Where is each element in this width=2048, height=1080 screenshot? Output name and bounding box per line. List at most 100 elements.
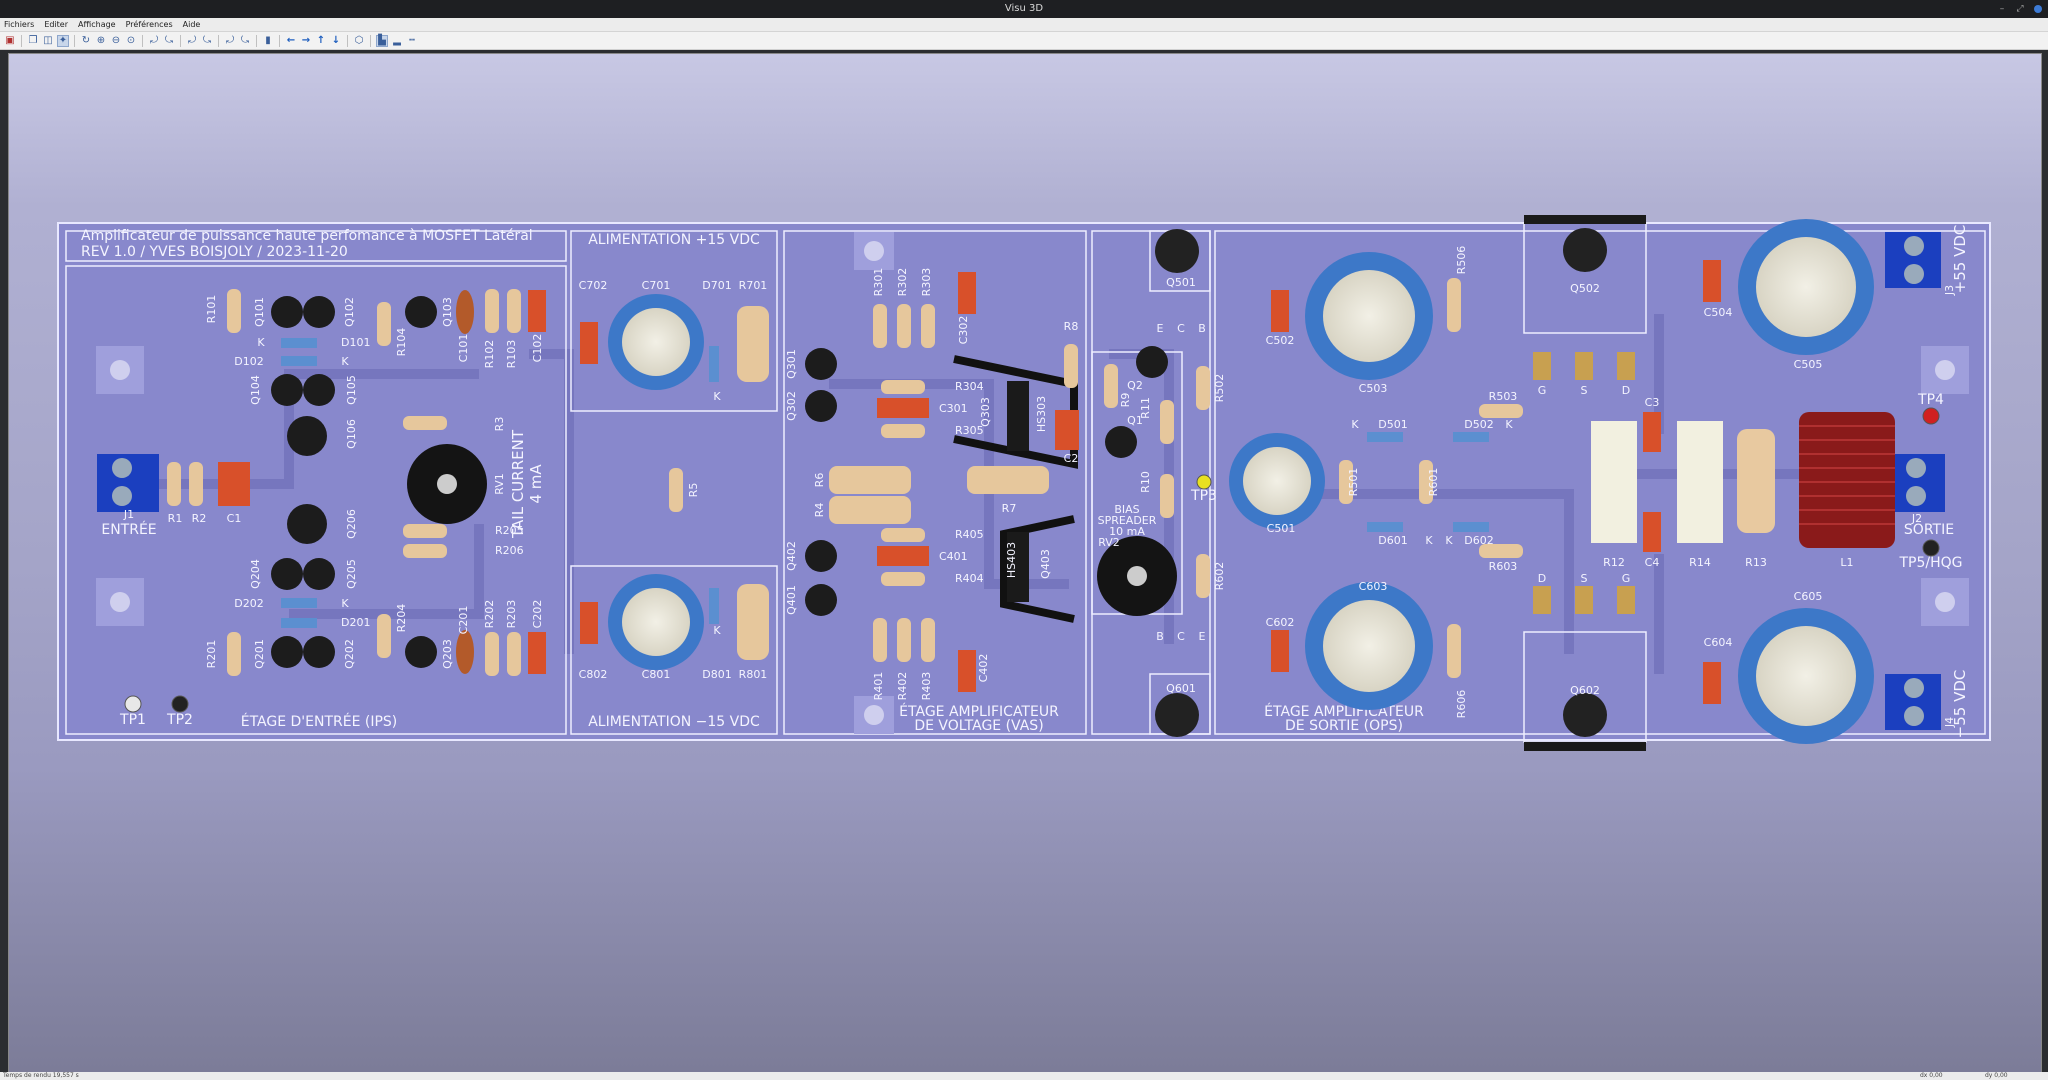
raytrace-icon[interactable]: ◫ bbox=[43, 35, 53, 46]
ref-l1: L1 bbox=[1840, 556, 1853, 569]
view-front-icon[interactable]: ▂ bbox=[393, 35, 401, 46]
ref-r603: R603 bbox=[1489, 560, 1518, 573]
minimize-icon[interactable]: – bbox=[1999, 4, 2005, 14]
menu-preferences[interactable]: Préférences bbox=[125, 20, 173, 29]
ref-r601: R601 bbox=[1427, 468, 1440, 497]
zoom-in-icon[interactable]: ⊕ bbox=[96, 35, 106, 46]
ref-q101: Q101 bbox=[253, 297, 266, 327]
ref-k5: K bbox=[713, 624, 721, 637]
ref-c505: C505 bbox=[1794, 358, 1823, 371]
ref-r201: R201 bbox=[205, 640, 218, 669]
close-icon[interactable] bbox=[2034, 5, 2042, 13]
testpoint-tp4 bbox=[1922, 407, 1940, 425]
reload-icon[interactable]: ↻ bbox=[81, 35, 91, 46]
terminal-j1 bbox=[97, 454, 159, 512]
ref-q401: Q401 bbox=[785, 585, 798, 615]
rotate-z-ccw-icon[interactable]: ⤿ bbox=[240, 35, 250, 46]
ref-d2: D bbox=[1538, 572, 1546, 585]
perspective-icon[interactable]: ⬡ bbox=[354, 35, 364, 46]
capacitor-c505 bbox=[1738, 219, 1874, 355]
ref-r104: R104 bbox=[395, 328, 408, 357]
ref-r205: R205 bbox=[495, 524, 524, 537]
ref-r8: R8 bbox=[1064, 320, 1079, 333]
label-bias-2: SPREADER bbox=[1098, 514, 1157, 527]
label-entree: ENTRÉE bbox=[101, 521, 156, 538]
ref-q204: Q204 bbox=[249, 559, 262, 589]
copy-icon[interactable]: ❐ bbox=[28, 35, 38, 46]
ref-c3: C3 bbox=[1645, 396, 1660, 409]
ref-r3: R3 bbox=[493, 417, 506, 432]
ref-s2: S bbox=[1581, 572, 1588, 585]
rotate-x-cw-icon[interactable]: ⤾ bbox=[149, 35, 159, 46]
render-icon[interactable]: ✦ bbox=[57, 34, 69, 47]
silkscreen-frames bbox=[65, 222, 1986, 743]
toolbar-separator bbox=[347, 34, 348, 47]
capacitor-c501 bbox=[1229, 433, 1325, 529]
rotate-x-ccw-icon[interactable]: ⤿ bbox=[164, 35, 174, 46]
move-left-icon[interactable]: ← bbox=[286, 35, 296, 46]
toolbar-separator bbox=[218, 34, 219, 47]
tp3-label: TP3 bbox=[1190, 488, 1217, 504]
zoom-out-icon[interactable]: ⊖ bbox=[111, 35, 121, 46]
transistor-q403 bbox=[1007, 532, 1029, 602]
inductor-windings bbox=[1799, 425, 1895, 525]
ref-r801: R801 bbox=[739, 668, 768, 681]
heatsink-q602 bbox=[1524, 742, 1646, 751]
ref-d501: D501 bbox=[1378, 418, 1407, 431]
ref-c101: C101 bbox=[457, 334, 470, 363]
ref-c4: C4 bbox=[1645, 556, 1660, 569]
ref-r7: R7 bbox=[1002, 502, 1017, 515]
ref-d201: D201 bbox=[341, 616, 370, 629]
label-sortie: SORTIE bbox=[1904, 522, 1954, 538]
ref-r402: R402 bbox=[896, 672, 909, 701]
move-up-icon[interactable]: ↑ bbox=[316, 35, 326, 46]
ref-r404: R404 bbox=[955, 572, 984, 585]
menu-editer[interactable]: Editer bbox=[44, 20, 69, 29]
3d-viewport[interactable]: Amplificateur de puissance haute perfoma… bbox=[8, 53, 2042, 1073]
export-image-icon[interactable]: ▣ bbox=[5, 35, 15, 46]
ref-d1: D bbox=[1622, 384, 1630, 397]
rotate-y-ccw-icon[interactable]: ⤿ bbox=[202, 35, 212, 46]
ref-r11: R11 bbox=[1139, 397, 1152, 419]
view-top-icon[interactable]: ▙ bbox=[376, 34, 388, 47]
capacitor-c605 bbox=[1738, 608, 1874, 744]
ref-q501: Q501 bbox=[1166, 276, 1196, 289]
move-down-icon[interactable]: ↓ bbox=[331, 35, 341, 46]
toolbar-separator bbox=[180, 34, 181, 47]
ref-r401: R401 bbox=[872, 672, 885, 701]
ref-q103: Q103 bbox=[441, 297, 454, 327]
menu-fichiers[interactable]: Fichiers bbox=[4, 20, 35, 29]
ref-r202: R202 bbox=[483, 600, 496, 629]
terminal-j2 bbox=[1889, 454, 1945, 512]
ref-c605: C605 bbox=[1794, 590, 1823, 603]
tp5-label: TP5/HQG bbox=[1898, 555, 1962, 571]
ref-q1: Q1 bbox=[1127, 414, 1143, 427]
flip-board-icon[interactable]: ▮ bbox=[265, 35, 271, 46]
ref-j3: J3 bbox=[1943, 285, 1956, 296]
move-right-icon[interactable]: → bbox=[301, 35, 311, 46]
menu-affichage[interactable]: Affichage bbox=[78, 20, 116, 29]
ref-c402: C402 bbox=[977, 654, 990, 683]
ref-r503: R503 bbox=[1489, 390, 1518, 403]
maximize-icon[interactable]: ⤢ bbox=[2016, 4, 2024, 14]
tp4-label: TP4 bbox=[1917, 392, 1944, 408]
label-tail-2: 4 mA bbox=[527, 464, 545, 504]
ref-c504: C504 bbox=[1704, 306, 1733, 319]
testpoint-tp3 bbox=[1196, 474, 1212, 490]
ref-d502: D502 bbox=[1464, 418, 1493, 431]
ref-q202: Q202 bbox=[343, 639, 356, 669]
menu-aide[interactable]: Aide bbox=[182, 20, 201, 29]
rotate-y-cw-icon[interactable]: ⤾ bbox=[187, 35, 197, 46]
zoom-fit-icon[interactable]: ⊙ bbox=[126, 35, 136, 46]
capacitor-c603 bbox=[1305, 582, 1433, 710]
transistor-q303 bbox=[1007, 381, 1029, 451]
rotate-z-cw-icon[interactable]: ⤾ bbox=[225, 35, 235, 46]
ref-r501: R501 bbox=[1347, 468, 1360, 497]
ref-k3: K bbox=[341, 597, 349, 610]
ref-r403: R403 bbox=[920, 672, 933, 701]
ref-c802: C802 bbox=[579, 668, 608, 681]
ref-d202: D202 bbox=[234, 597, 263, 610]
view-side-icon[interactable]: ┅ bbox=[408, 35, 416, 46]
ref-c1: C1 bbox=[227, 512, 242, 525]
label-psu-neg: ALIMENTATION −15 VDC bbox=[588, 714, 760, 730]
